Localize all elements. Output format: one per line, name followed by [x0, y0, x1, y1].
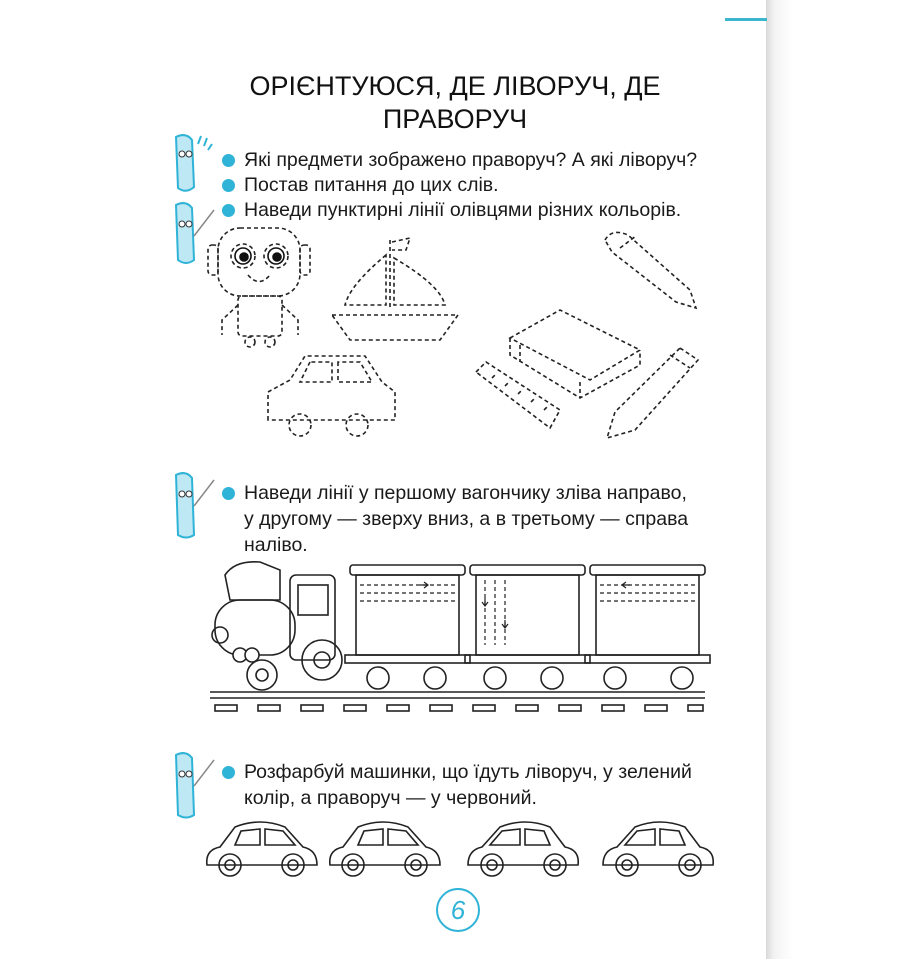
- railway-track: [210, 691, 705, 712]
- book-tracing-drawing[interactable]: [508, 309, 642, 399]
- wagon-3[interactable]: [584, 564, 711, 690]
- task-text: колір, а праворуч — у червоний.: [244, 787, 537, 809]
- page-edge-shadow: [766, 0, 900, 959]
- task-text: наліво.: [244, 534, 308, 556]
- car-facing-left-2[interactable]: [328, 821, 441, 877]
- pencil-mascot-icon: [174, 134, 213, 192]
- marker-tracing-drawing[interactable]: [604, 231, 698, 310]
- pencil-mascot-pointer-icon: [174, 472, 215, 539]
- task-text: Наведи лінії у першому вагончику зліва н…: [244, 482, 687, 504]
- page-number: 6: [436, 888, 480, 932]
- decorative-line: [725, 18, 767, 21]
- car-facing-left-1[interactable]: [205, 821, 318, 877]
- task-text: Наведи пунктирні лінії олівцями різних к…: [244, 199, 682, 221]
- bullet: [222, 179, 235, 192]
- bullet: [222, 204, 235, 217]
- bullet: [222, 766, 235, 779]
- page-title: ОРІЄНТУЮСЯ, ДЕ ЛІВОРУЧ, ДЕ ПРАВОРУЧ: [200, 70, 710, 136]
- car-tracing-drawing[interactable]: [267, 355, 396, 437]
- task-text: Розфарбуй машинки, що їдуть ліворуч, у з…: [244, 761, 692, 783]
- bullet: [222, 154, 235, 167]
- pencil-mascot-pointer-icon: [174, 202, 215, 264]
- task-text: Які предмети зображено праворуч? А які л…: [244, 149, 698, 171]
- ruler-tracing-drawing[interactable]: [474, 360, 562, 430]
- pencil-mascot-pointer-icon: [174, 752, 215, 819]
- car-facing-right-1[interactable]: [467, 821, 580, 877]
- title-line-1: ОРІЄНТУЮСЯ, ДЕ ЛІВОРУЧ, ДЕ: [249, 71, 661, 101]
- bullet: [222, 487, 235, 500]
- locomotive-drawing: [211, 560, 343, 691]
- wagon-2[interactable]: [464, 564, 591, 690]
- wagon-1[interactable]: [344, 564, 471, 690]
- sailboat-tracing-drawing[interactable]: [330, 236, 460, 341]
- robot-tracing-drawing[interactable]: [207, 227, 311, 348]
- pencil-tracing-drawing[interactable]: [605, 346, 700, 440]
- car-facing-right-2[interactable]: [602, 821, 715, 877]
- task-text: у другому — зверху вниз, а в третьому — …: [244, 508, 689, 530]
- title-line-2: ПРАВОРУЧ: [382, 104, 528, 134]
- task-text: Постав питання до цих слів.: [244, 174, 499, 196]
